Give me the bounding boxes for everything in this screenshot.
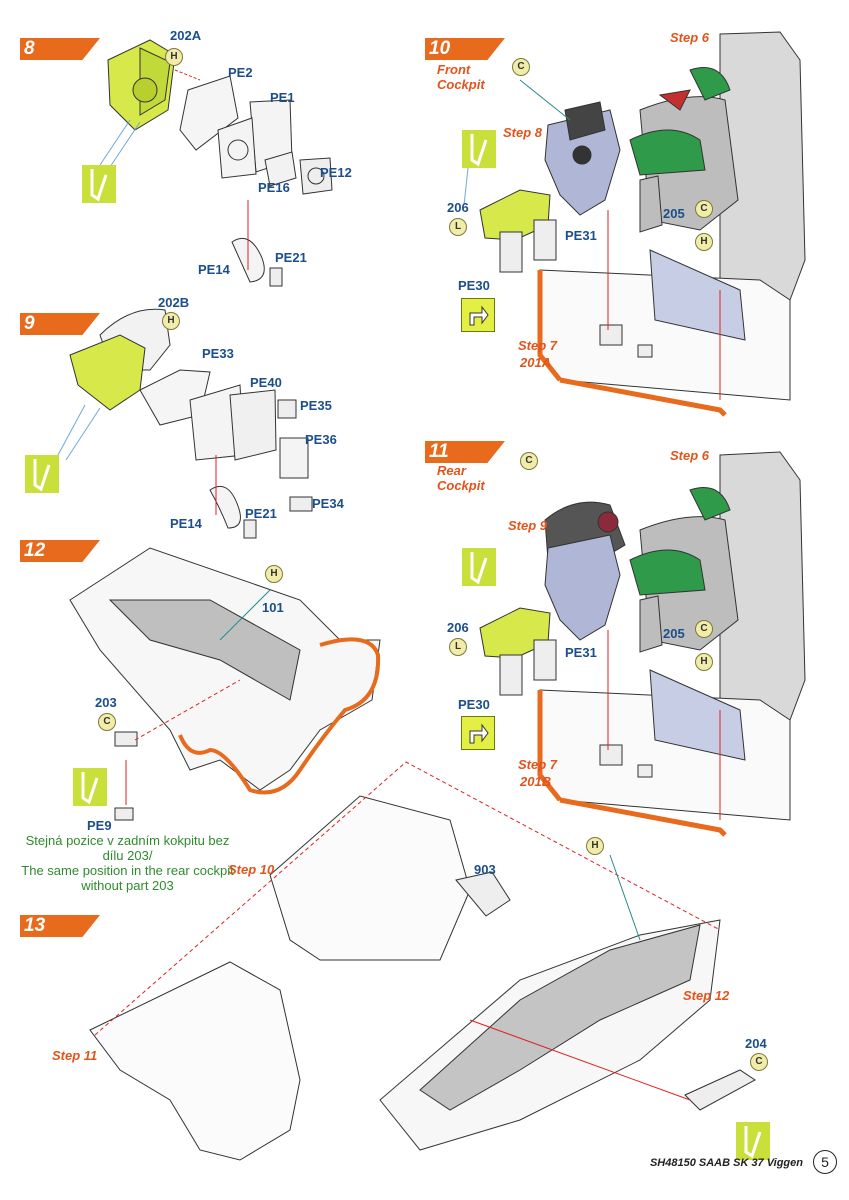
step8-code-h: H [165,48,183,71]
step-8-flag: 8 [20,38,100,60]
step-13-flag: 13 [20,915,100,937]
step13-part-204: 204 [745,1036,767,1051]
step10-pe31: PE31 [565,228,597,243]
step10-caption: Front Cockpit [437,62,485,92]
step12-code-h: H [265,565,283,588]
step13-ref-step10: Step 10 [228,862,275,877]
step9-pe35: PE35 [300,398,332,413]
step10-pe30: PE30 [458,278,490,293]
step10-ref-201a: 201A [520,355,552,370]
step11-bracket-icon [462,548,496,586]
step11-code-l: L [449,638,467,661]
step13-part-903: 903 [474,862,496,877]
step-8-number: 8 [24,38,35,59]
step10-bracket-icon [462,130,496,168]
step11-part-206: 206 [447,620,469,635]
step-10-number: 10 [429,38,451,59]
step9-drawing [57,308,313,539]
step10-code-l: L [449,218,467,241]
step8-part-202a: 202A [170,28,202,43]
step13-drawing [89,761,756,1161]
step12-pe9: PE9 [87,818,112,833]
step11-drawing [479,451,806,837]
step8-drawing [99,39,333,287]
step9-pe36: PE36 [305,432,337,447]
step11-ref-step6: Step 6 [670,448,710,463]
step10-ref-step6: Step 6 [670,30,710,45]
step9-bracket-icon [25,455,59,493]
step9-pe21: PE21 [245,506,277,521]
step-9-number: 9 [24,313,35,334]
step9-part-202b: 202B [158,295,190,310]
step11-pe30: PE30 [458,697,490,712]
step-12-number: 12 [24,540,46,561]
step11-bend-icon [461,716,495,750]
step8-pe14: PE14 [198,262,230,277]
step11-caption-line2: Cockpit [437,478,485,493]
step10-part-205: 205 [663,206,685,221]
step-12-flag: 12 [20,540,100,562]
step12-note-en: The same position in the rear cockpit wi… [21,863,234,893]
step8-pe16: PE16 [258,180,290,195]
step10-caption-line2: Cockpit [437,77,485,92]
step8-pe2: PE2 [228,65,253,80]
step12-code-c: C [98,713,116,736]
step12-drawing [69,547,381,821]
page-number: 5 [813,1150,837,1174]
step11-caption: Rear Cockpit [437,463,485,493]
step-9-flag: 9 [20,313,100,335]
step12-part-203: 203 [95,695,117,710]
step11-caption-line1: Rear [437,463,466,478]
step-10-flag: 10 [425,38,505,60]
step13-ref-step12: Step 12 [683,988,730,1003]
step8-pe12: PE12 [320,165,352,180]
step9-pe33: PE33 [202,346,234,361]
step13-ref-step11: Step 11 [52,1048,98,1063]
step9-pe40: PE40 [250,375,282,390]
step11-ref-201b: 201B [520,774,552,789]
step13-bracket-icon [736,1122,770,1160]
step8-bracket-icon [82,165,116,203]
step-11-number: 11 [429,441,449,462]
step11-pe31: PE31 [565,645,597,660]
step8-pe21: PE21 [275,250,307,265]
step11-part-205: 205 [663,626,685,641]
step9-pe34: PE34 [312,496,344,511]
step-11-flag: 11 [425,441,505,463]
step11-code-c-205: C [695,620,713,643]
step12-bracket-icon [73,768,107,806]
step13-code-h: H [586,837,604,860]
step12-note-cz: Stejná pozice v zadním kokpitu bez dílu … [25,833,230,863]
step9-code-h: H [162,312,180,335]
step-13-number: 13 [24,915,46,936]
step10-code-c: C [512,58,530,81]
step12-part-101: 101 [262,600,284,615]
step10-ref-step7: Step 7 [518,338,558,353]
step13-code-c: C [750,1053,768,1076]
step10-caption-line1: Front [437,62,471,77]
footer-title: SH48150 SAAB SK 37 Viggen [649,1157,803,1169]
step8-pe1: PE1 [270,90,295,105]
step10-ref-step8: Step 8 [503,125,543,140]
step11-ref-step7: Step 7 [518,757,558,772]
step10-code-h-205: H [695,233,713,256]
step10-part-206: 206 [447,200,469,215]
step10-drawing [463,31,806,417]
step10-code-c-205: C [695,200,713,223]
step11-ref-step9: Step 9 [508,518,548,533]
step11-code-h-205: H [695,653,713,676]
step10-bend-icon [461,298,495,332]
step11-code-c: C [520,452,538,475]
step9-pe14: PE14 [170,516,202,531]
step12-note: Stejná pozice v zadním kokpitu bez dílu … [20,833,235,893]
